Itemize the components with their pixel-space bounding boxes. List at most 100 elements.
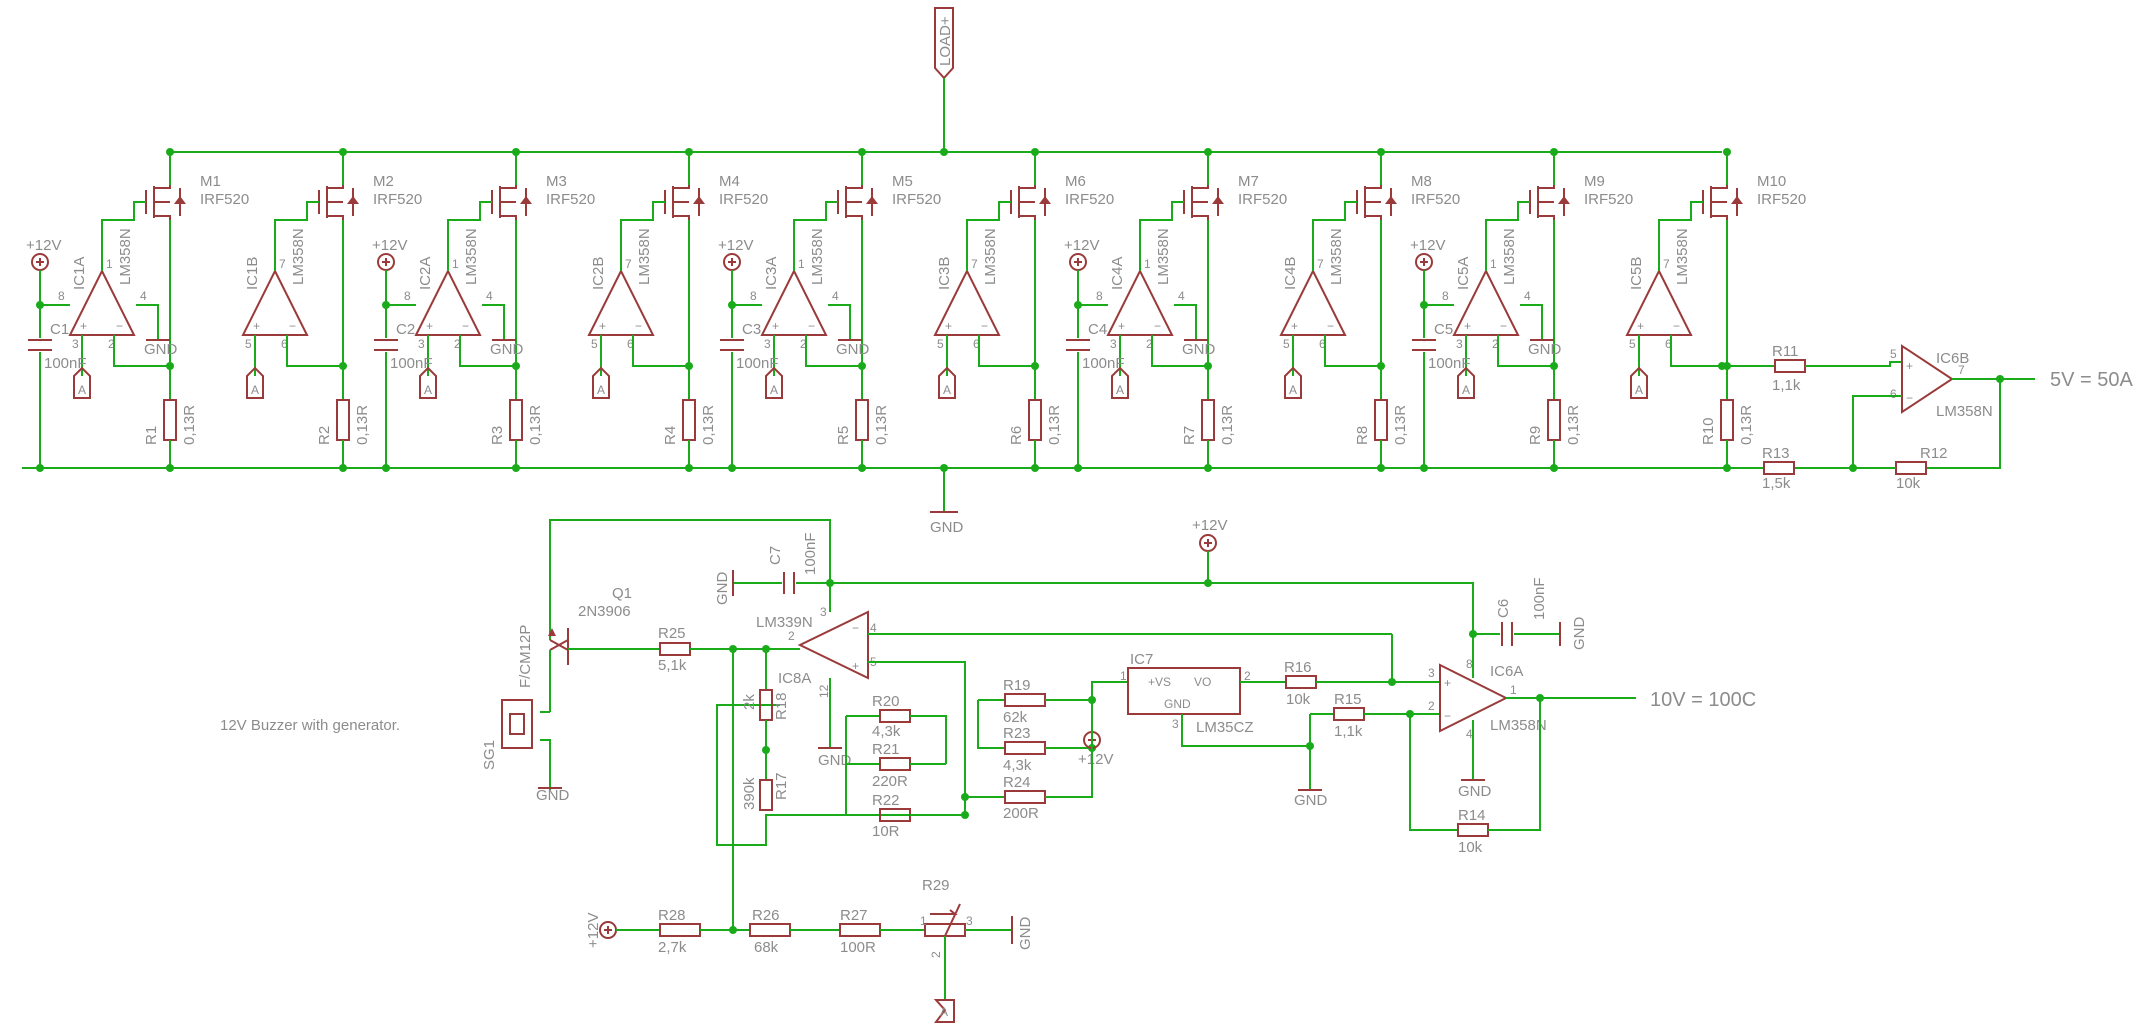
cap-name: C4 [1088, 321, 1107, 338]
mosfet-value: IRF520 [373, 191, 422, 208]
svg-text:2: 2 [108, 337, 115, 351]
svg-text:8: 8 [1096, 289, 1103, 303]
svg-text:8: 8 [404, 289, 411, 303]
svg-text:6: 6 [1890, 387, 1897, 401]
svg-text:+: + [253, 319, 260, 333]
opamp-ic4b [1279, 268, 1347, 336]
svg-text:200R: 200R [1003, 805, 1039, 822]
svg-text:2N3906: 2N3906 [578, 603, 631, 620]
opamp-ic4a [1106, 268, 1174, 336]
svg-text:5: 5 [1283, 337, 1290, 351]
svg-text:−: − [462, 319, 469, 333]
svg-text:3: 3 [1428, 666, 1435, 680]
svg-text:+: + [599, 319, 606, 333]
resistor-r26 [749, 923, 791, 937]
mosfet-m8 [1356, 185, 1397, 220]
svg-text:+: + [1906, 359, 1913, 373]
svg-text:F/CM12P: F/CM12P [517, 625, 534, 688]
mosfet-m1 [145, 185, 186, 220]
opamp-value: LM358N [117, 228, 134, 285]
svg-text:2: 2 [788, 629, 795, 643]
svg-text:5: 5 [937, 337, 944, 351]
svg-text:3: 3 [966, 914, 973, 928]
svg-text:GND: GND [836, 341, 870, 358]
cap-name: C2 [396, 321, 415, 338]
svg-text:A: A [1289, 383, 1297, 397]
svg-text:5: 5 [1629, 337, 1636, 351]
resistor-r14 [1457, 823, 1489, 837]
svg-text:6: 6 [281, 337, 288, 351]
resistor-value: 0,13R [873, 405, 890, 445]
svg-text:R27: R27 [840, 907, 868, 924]
svg-text:A: A [251, 383, 259, 397]
opamp-ic6a [1439, 663, 1509, 733]
resistor-value: 0,13R [181, 405, 198, 445]
svg-text:62k: 62k [1003, 709, 1028, 726]
svg-text:IC7: IC7 [1130, 651, 1153, 668]
resistor-name: R6 [1008, 426, 1025, 445]
svg-text:7: 7 [1317, 257, 1324, 271]
svg-text:GND: GND [1294, 792, 1328, 809]
opamp-ic2a [414, 268, 482, 336]
svg-text:R25: R25 [658, 625, 686, 642]
svg-text:R14: R14 [1458, 807, 1486, 824]
svg-text:1: 1 [1120, 669, 1127, 683]
mosfet-m6 [1010, 185, 1051, 220]
mosfet-m5 [837, 185, 878, 220]
svg-text:6: 6 [973, 337, 980, 351]
svg-text:1: 1 [1510, 683, 1517, 697]
svg-text:2: 2 [454, 337, 461, 351]
svg-text:220R: 220R [872, 773, 908, 790]
opamp-ic3b [933, 268, 1001, 336]
resistor-r17 [759, 779, 773, 811]
svg-text:IC6A: IC6A [1490, 663, 1523, 680]
cap-name: C1 [50, 321, 69, 338]
svg-text:−: − [1906, 391, 1913, 405]
svg-text:+: + [772, 319, 779, 333]
svg-text:−: − [1444, 709, 1451, 723]
svg-text:GND: GND [1528, 341, 1562, 358]
svg-text:GND: GND [144, 341, 178, 358]
svg-text:−: − [808, 319, 815, 333]
ic6b-value: LM358N [1936, 403, 1993, 420]
opamp-name: IC4B [1282, 257, 1299, 290]
load-plus-label: LOAD+ [937, 16, 954, 66]
svg-text:R17: R17 [773, 772, 790, 800]
opamp-name: IC2A [417, 257, 434, 290]
r11-name: R11 [1772, 343, 1798, 360]
resistor-name: R1 [143, 426, 160, 445]
svg-text:−: − [1500, 319, 1507, 333]
svg-text:+: + [1118, 319, 1125, 333]
resistor-r9 [1547, 399, 1561, 441]
svg-text:4: 4 [832, 289, 839, 303]
svg-text:2: 2 [1492, 337, 1499, 351]
mosfet-name: M6 [1065, 173, 1086, 190]
cap-value: 100nF [736, 355, 779, 372]
svg-text:IC8A: IC8A [778, 670, 811, 687]
mosfet-value: IRF520 [1065, 191, 1114, 208]
resistor-value: 0,13R [1738, 405, 1755, 445]
svg-text:+12V: +12V [1410, 237, 1445, 254]
resistor-name: R8 [1354, 426, 1371, 445]
resistor-r24 [1004, 790, 1046, 804]
opamp-value: LM358N [290, 228, 307, 285]
svg-text:4: 4 [486, 289, 493, 303]
svg-text:1: 1 [1490, 257, 1497, 271]
mosfet-name: M3 [546, 173, 567, 190]
opamp-ic1b [241, 268, 309, 336]
opamp-value: LM358N [463, 228, 480, 285]
svg-text:R28: R28 [658, 907, 686, 924]
resistor-value: 0,13R [1046, 405, 1063, 445]
svg-text:6: 6 [1665, 337, 1672, 351]
current-output-note: 5V = 50A [2050, 369, 2134, 391]
comparator-ic8a [797, 610, 869, 680]
svg-text:8: 8 [1466, 657, 1473, 671]
cap-name: C3 [742, 321, 761, 338]
svg-text:A: A [770, 383, 778, 397]
